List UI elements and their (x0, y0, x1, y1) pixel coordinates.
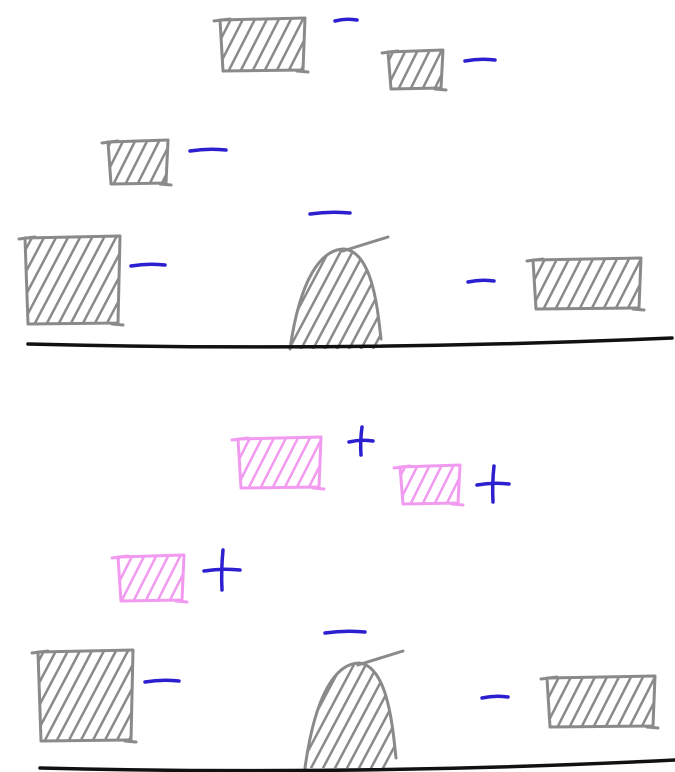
plus-sign (204, 550, 240, 590)
hatched-rect-positive (73, 553, 242, 602)
minus-sign (335, 19, 357, 21)
ground-line (40, 760, 675, 771)
top-panel (0, 16, 675, 351)
ground-line (28, 338, 672, 347)
hatched-rect-neutral (168, 16, 377, 72)
plus-sign (477, 466, 509, 502)
minus-sign (468, 280, 494, 282)
plus-sign (349, 427, 373, 455)
minus-sign (465, 59, 495, 61)
minus-sign (325, 631, 365, 633)
hatched-rect-neutral (497, 674, 675, 728)
bottom-panel (0, 427, 675, 771)
minus-sign (310, 212, 350, 214)
hatched-rect-positive (188, 435, 396, 489)
dome-shape-neutral (180, 237, 538, 351)
hatched-rect-neutral (0, 648, 262, 742)
minus-sign (190, 149, 226, 151)
hatched-rect-neutral (483, 256, 675, 310)
minus-sign (131, 264, 165, 266)
hatched-rect-neutral (350, 48, 491, 90)
hatched-rect-neutral (0, 234, 250, 325)
hatched-rect-neutral (65, 138, 233, 185)
dome-shape-neutral (190, 651, 563, 770)
minus-sign (145, 680, 179, 682)
minus-sign (482, 696, 508, 698)
